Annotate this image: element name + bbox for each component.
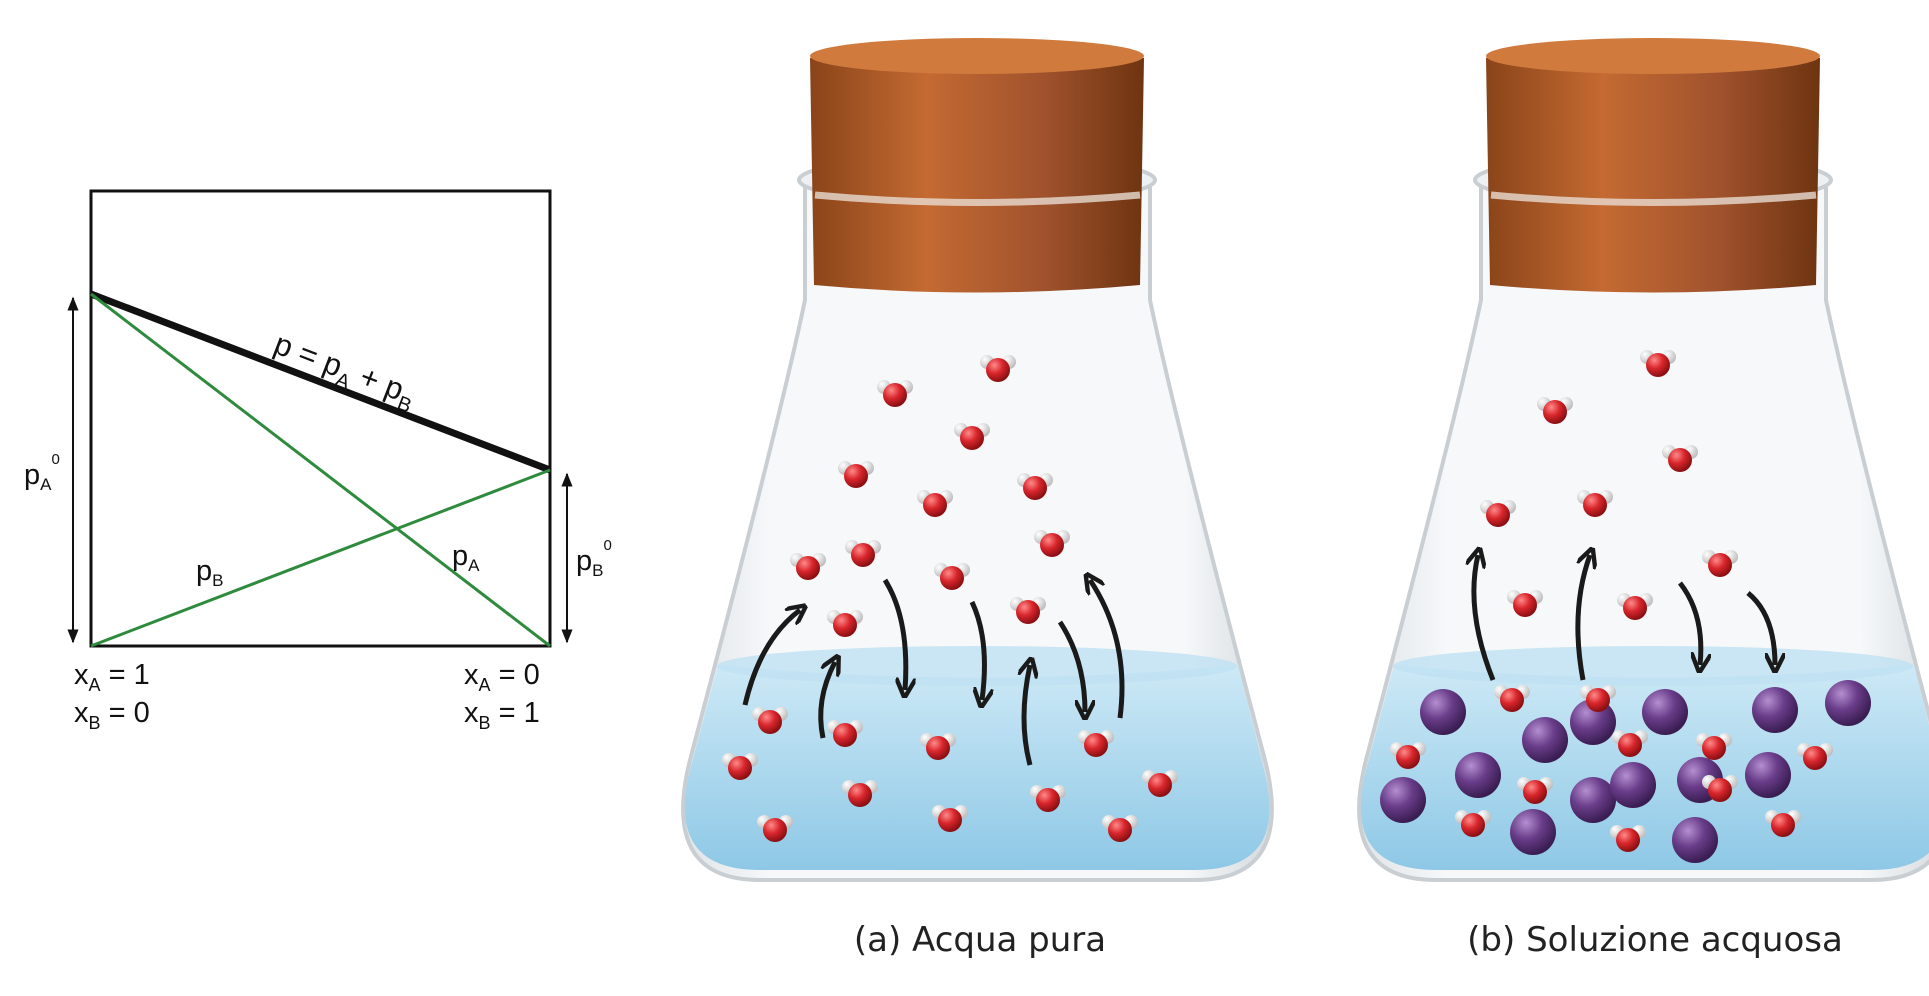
caption-flask-a: (a) Acqua pura (853, 920, 1107, 960)
pA-label: pA (452, 540, 480, 575)
pB-line (90, 468, 551, 648)
cork (1486, 49, 1820, 293)
cork (810, 49, 1144, 293)
right-xA-label: xA = 0 (464, 659, 540, 695)
pA0-label: pA0 (24, 451, 60, 494)
evaporation-condensation-arrows (742, 580, 1125, 766)
diagram-frame (89, 189, 552, 648)
flask-aqueous-solution (1357, 38, 1929, 882)
left-xB-label: xB = 0 (74, 697, 150, 733)
pB0-label: pB0 (576, 537, 612, 580)
pB-label: pB (196, 555, 223, 590)
solute-particles (1380, 680, 1871, 863)
flask-pure-water (681, 38, 1274, 882)
left-xA-label: xA = 1 (74, 659, 150, 695)
total-pressure-line (89, 290, 552, 474)
caption-flask-b: (b) Soluzione acquosa (1467, 920, 1843, 960)
right-xB-label: xB = 1 (464, 697, 540, 733)
evaporation-condensation-arrows (1474, 555, 1775, 681)
vapor-pressure-diagram: p = pA + pB pA pB pA0 pB0 xA = 1 xB = 0 … (24, 189, 612, 733)
pA-line (90, 292, 551, 648)
